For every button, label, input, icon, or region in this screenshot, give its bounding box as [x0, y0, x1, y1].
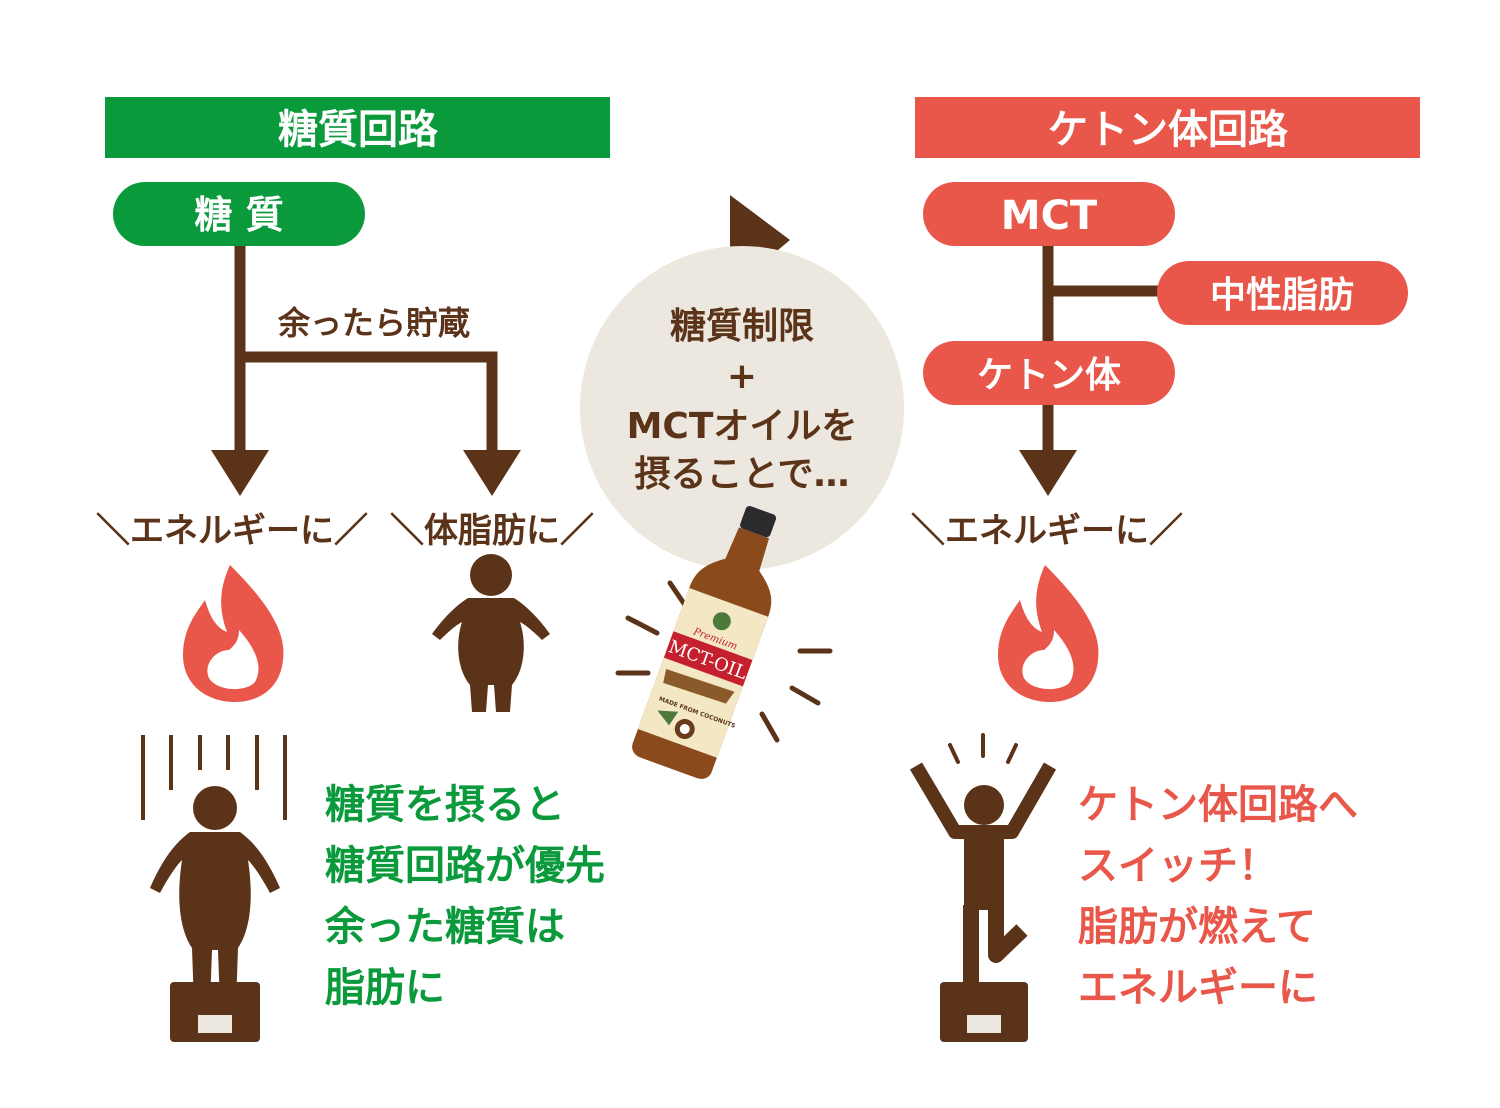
cheer-lines	[948, 733, 1018, 764]
arrow-down-icon	[463, 450, 521, 496]
ketone-energy-outcome-label: ＼エネルギーに／	[911, 511, 1183, 551]
person-on-scale-icon	[150, 786, 280, 1042]
sugar-circuit-header: 糖質回路	[105, 97, 610, 158]
ketone-caption: ケトン体回路へ スイッチ！ 脂肪が燃えて エネルギーに	[1078, 782, 1358, 1011]
store-excess-label: 余ったら貯蔵	[277, 304, 470, 342]
caption-line: スイッチ！	[1078, 843, 1278, 889]
carb-restriction-text: 糖質制限	[670, 306, 814, 347]
caption-line: 余った糖質は	[324, 904, 565, 950]
sugar-caption: 糖質を摂ると 糖質回路が優先 余った糖質は 脂肪に	[324, 782, 605, 1011]
overweight-person-icon	[432, 554, 550, 712]
flame-icon	[183, 565, 284, 702]
mct-pill: MCT	[923, 182, 1175, 246]
energy-outcome-label: ＼エネルギーに／	[96, 511, 368, 551]
caption-line: ケトン体回路へ	[1078, 782, 1358, 828]
sugar-flow	[211, 240, 521, 496]
by-taking-text: 摂ることで…	[635, 454, 850, 495]
sugar-circuit-title: 糖質回路	[278, 107, 439, 153]
triglyceride-pill-label: 中性脂肪	[1210, 275, 1354, 316]
center-circle	[580, 246, 904, 570]
caption-line: 糖質回路が優先	[325, 843, 605, 889]
plus-text: +	[727, 356, 757, 397]
ketone-circuit-header: ケトン体回路	[915, 97, 1420, 158]
caption-line: 脂肪に	[325, 965, 445, 1011]
ketone-pill: ケトン体	[923, 341, 1175, 405]
ketone-pill-label: ケトン体	[977, 355, 1121, 396]
caption-line: 糖質を摂ると	[325, 782, 565, 828]
mct-oil-text: MCTオイルを	[627, 406, 858, 447]
mct-oil-bottle: Premium MCT-OIL MADE FROM COCONUTS	[632, 505, 777, 779]
sparkle-rays	[615, 580, 833, 743]
cheering-person-icon	[909, 762, 1057, 1042]
flame-icon	[998, 565, 1099, 702]
body-fat-outcome-label: ＼体脂肪に／	[390, 511, 594, 551]
arrow-down-icon	[211, 450, 269, 496]
triglyceride-pill: 中性脂肪	[1157, 261, 1408, 325]
caption-line: エネルギーに	[1078, 965, 1318, 1011]
sugar-pill: 糖 質	[113, 182, 365, 246]
arrow-down-icon	[1019, 450, 1077, 496]
mct-pill-label: MCT	[1001, 193, 1098, 239]
ketone-circuit-title: ケトン体回路	[1048, 107, 1289, 153]
caption-line: 脂肪が燃えて	[1078, 904, 1316, 950]
sugar-pill-label: 糖 質	[194, 193, 283, 237]
weight-lines	[141, 735, 287, 820]
